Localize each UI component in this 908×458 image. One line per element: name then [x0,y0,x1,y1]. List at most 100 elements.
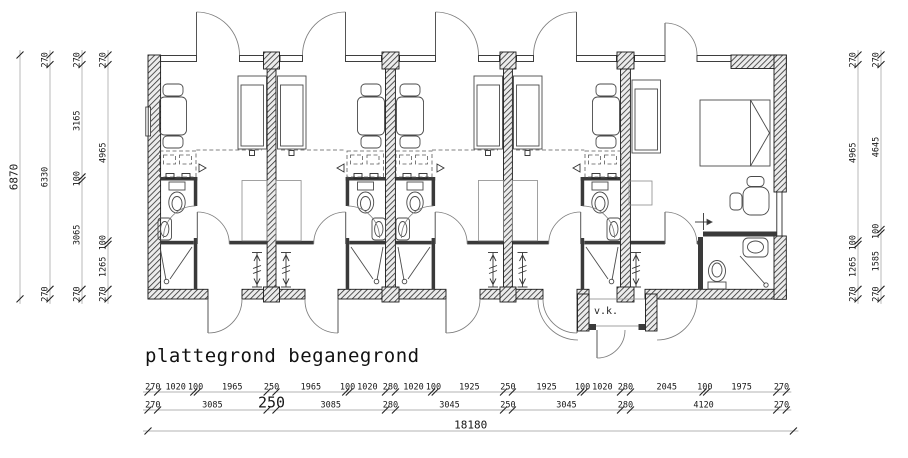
dim-label: 270 [41,286,51,301]
door-arc [196,211,230,245]
door-arc [400,205,434,239]
dim-label: 270 [73,52,83,67]
door-arc [542,298,578,334]
sink-icon [742,237,769,258]
toilet-icon [707,260,727,290]
kitchen-counter [159,149,262,179]
party-wall-stub [381,51,400,70]
table-icon [592,83,620,149]
dim-label: 1265 [99,257,109,277]
bed-icon [277,75,307,150]
bed-icon [473,75,503,150]
dim-label: 100 [575,383,590,393]
dim-label: 3085 [202,401,222,411]
door-arc [313,211,347,245]
dim-label: 1585 [872,251,882,271]
door-arc [435,11,479,56]
porch-wall [645,293,658,332]
shower-icon [159,246,193,285]
table-icon [159,83,187,149]
party-wall [385,54,396,300]
dim-label: 3065 [73,225,83,245]
dim-label: 1020 [165,383,185,393]
dim-label: 270 [41,52,51,67]
drawing-title: plattegrond beganegrond [145,345,420,367]
right-wall [773,235,787,300]
exterior-walls [145,54,787,300]
dim-label: 1975 [731,383,751,393]
window-left [145,106,152,137]
dim-label: 6330 [41,167,51,187]
dim-label: 280 [383,401,398,411]
door-arc [548,211,582,245]
dim-label: 100 [340,383,355,393]
sink-icon [371,217,386,241]
door-arc [347,205,380,239]
closet-partitions [241,180,653,242]
dim-label: 6870 [8,164,21,191]
dim-label: 250 [500,401,515,411]
porch-wall [577,293,590,332]
dim-label: 100 [99,235,109,250]
porch: v.k. [537,293,698,359]
party-wall-stub [616,286,635,303]
dim-label: 18180 [454,419,487,432]
door-arc [304,298,339,334]
dim-label: 1020 [403,383,423,393]
dim-label: 280 [618,383,633,393]
meter-icon [487,252,499,288]
door-arc [207,298,243,334]
vestibule-label: v.k. [594,306,618,317]
dim-label: 2045 [657,383,677,393]
dim-label: 280 [383,383,398,393]
party-wall-stub [499,286,517,303]
shower-icon [739,255,769,288]
dim-chain-outer-height: 270 6330 270 [41,50,54,304]
dim-label: 270 [145,401,160,411]
party-wall-stub [263,286,280,303]
dim-label: 1925 [536,383,556,393]
dim-label: 100 [73,171,83,186]
dim-label: 100 [849,235,859,250]
bed-icon [513,75,543,150]
dim-label: 1020 [357,383,377,393]
dim-label: 1265 [849,257,859,277]
right-wall [773,54,787,193]
bottom-wall [147,288,209,300]
dim-label: 100 [872,224,882,239]
party-wall-stub [616,51,635,70]
kitchen-counter [281,149,384,179]
door-arc [196,11,240,56]
dim-label: 280 [618,401,633,411]
dim-label: 3085 [320,401,340,411]
door-arc [163,205,196,239]
dim-label: 1965 [222,383,242,393]
dim-label: 270 [99,286,109,301]
double-bed-icon [699,99,771,167]
window-right [776,192,783,236]
shower-icon [397,246,431,285]
dim-label: 3165 [73,111,83,131]
door-arc [537,299,579,341]
interior-walls [160,177,777,290]
dim-label: 4120 [693,401,713,411]
closet [628,180,653,206]
dim-label: 250 [258,394,285,412]
dim-label: 270 [99,52,109,67]
kitchens [159,149,622,179]
round-table-icon [729,176,770,216]
meter-icon [251,252,263,288]
meter-icon [280,252,292,288]
dim-label: 250 [264,383,279,393]
bed-icon [631,79,661,154]
table-icon [396,83,424,149]
door-arc [302,11,346,56]
door-arc [582,205,615,239]
dim-label: 100 [188,383,203,393]
party-wall-stub [263,51,280,70]
dim-label: 270 [872,286,882,301]
party-wall-stub [499,51,517,70]
